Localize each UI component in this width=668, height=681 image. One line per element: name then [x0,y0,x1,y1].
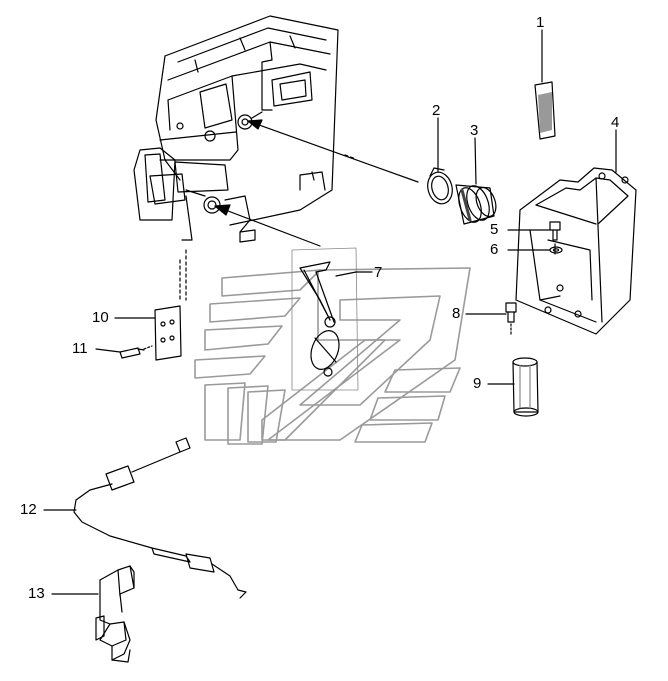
callout-12: 12 [20,501,37,518]
callout-3: 3 [470,122,479,139]
callout-5: 5 [490,221,499,238]
watermark-logo [194,267,471,445]
part-3-sleeve [455,184,497,225]
part-13-bracket [95,565,135,663]
callout-4: 4 [611,114,620,131]
callout-2: 2 [432,102,441,119]
part-10-plate [154,305,182,361]
callout-9: 9 [473,375,482,392]
callout-7: 7 [374,264,383,281]
callout-11: 11 [72,340,88,357]
callout-8: 8 [452,305,461,322]
main-housing [133,15,339,301]
part-1-label-strip [534,81,556,140]
callout-10: 10 [92,309,109,326]
part-8-screw [505,302,517,335]
part-5-screw [549,221,561,257]
part-9-tube [512,357,539,417]
leader-lines [43,29,617,595]
callout-1: 1 [536,14,545,31]
part-7-lever-assembly [291,247,359,391]
assembly-arrows [214,119,419,247]
part-2-hose-clamp [427,167,453,205]
part-4-box [515,167,637,335]
part-11-bolt [119,345,153,359]
part-12-cable-assembly [73,437,247,599]
callout-13: 13 [28,585,45,602]
part-6-washer [549,246,563,254]
callout-6: 6 [490,241,499,258]
